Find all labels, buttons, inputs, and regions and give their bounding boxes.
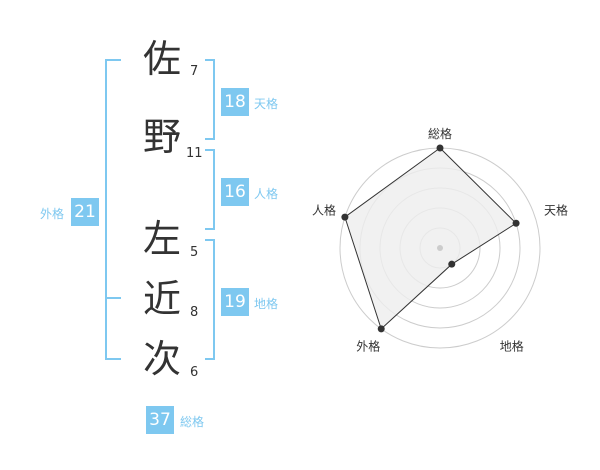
tenkaku-value-badge: 18 <box>221 88 249 116</box>
radar-axis-label: 総格 <box>428 126 452 141</box>
chikaku-value-badge: 19 <box>221 288 249 316</box>
tenkaku-label: 天格 <box>254 97 279 111</box>
radar-center-dot <box>437 245 443 251</box>
radar-data-point <box>377 325 385 333</box>
soukaku-label: 総格 <box>180 415 205 429</box>
stroke-count-5: 6 <box>190 365 199 380</box>
chikaku-label: 地格 <box>254 297 279 311</box>
radar-axis-label: 地格 <box>500 339 524 354</box>
stroke-count-4: 8 <box>190 305 199 320</box>
radar-data-points <box>341 144 520 333</box>
gaikaku-value-badge: 21 <box>71 198 99 226</box>
radar-data-point <box>448 260 456 268</box>
jinkaku-bracket <box>205 149 215 230</box>
soukaku-value-badge: 37 <box>146 406 174 434</box>
chikaku-bracket <box>205 239 215 360</box>
gaikaku-bracket <box>105 59 121 360</box>
radar-axis-label: 外格 <box>356 339 380 354</box>
radar-data-point <box>436 144 444 152</box>
stroke-count-1: 7 <box>190 64 199 79</box>
radar-axis-label: 人格 <box>312 202 336 217</box>
radar-data-area <box>344 147 517 330</box>
radar-axis-label: 天格 <box>544 202 568 217</box>
radar-data-point <box>512 219 520 227</box>
jinkaku-label: 人格 <box>254 187 279 201</box>
stroke-count-2: 11 <box>186 146 203 161</box>
name-character-3: 左 <box>142 217 181 261</box>
tenkaku-bracket <box>205 59 215 140</box>
name-character-5: 次 <box>142 337 181 381</box>
radar-data-point <box>341 213 349 221</box>
stroke-count-3: 5 <box>190 245 199 260</box>
name-character-2: 野 <box>142 115 181 159</box>
name-character-1: 佐 <box>142 37 181 81</box>
jinkaku-value-badge: 16 <box>221 178 249 206</box>
gaikaku-label: 外格 <box>40 207 65 221</box>
name-character-4: 近 <box>142 277 181 321</box>
